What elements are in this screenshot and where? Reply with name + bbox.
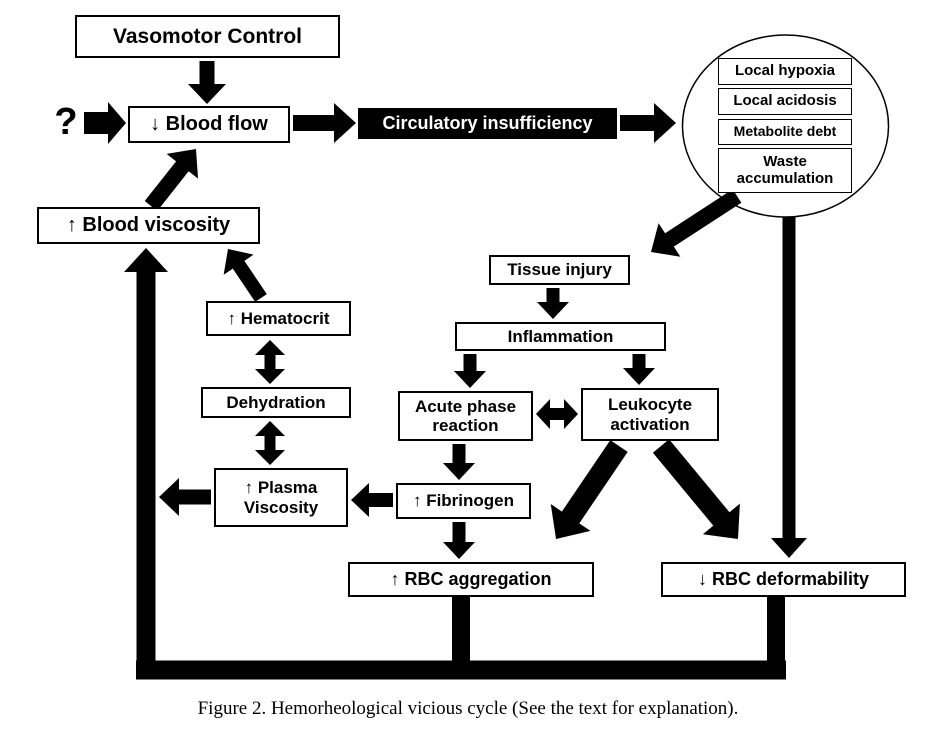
node-local-acidosis: Local acidosis (718, 88, 852, 115)
arrow-acute-leukocyte-double (536, 399, 578, 429)
arrow-question-to-blood-flow (84, 102, 126, 144)
figure-caption: Figure 2. Hemorheological vicious cycle … (197, 698, 739, 719)
node-leukocyte-activation: Leukocyte activation (581, 388, 719, 441)
node-inflammation: Inflammation (455, 322, 666, 351)
feedback-up-to-blood-viscosity (124, 248, 168, 679)
node-vasomotor-control: Vasomotor Control (75, 15, 340, 58)
node-hematocrit: ↑ Hematocrit (206, 301, 351, 336)
arrow-circulatory-to-consequences (620, 103, 676, 143)
arrow-tissue-injury-to-inflammation (537, 288, 569, 319)
node-dehydration: Dehydration (201, 387, 351, 418)
arrow-dehydration-plasma-double (255, 421, 285, 465)
arrow-hematocrit-dehydration-double (255, 340, 285, 384)
arrow-leukocyte-to-rbc-aggregation (550, 440, 628, 539)
arrow-acute-phase-to-fibrinogen (443, 444, 475, 480)
node-rbc-deformability: ↓ RBC deformability (661, 562, 906, 597)
node-waste-accumulation: Waste accumulation (718, 148, 852, 193)
feedback-bottom-bar (136, 660, 786, 680)
arrow-blood-flow-to-circulatory (293, 103, 356, 143)
node-plasma-viscosity: ↑ Plasma Viscosity (214, 468, 348, 527)
arrow-inflammation-to-acute-phase (454, 354, 486, 388)
node-blood-flow: ↓ Blood flow (128, 106, 290, 143)
arrow-inflammation-to-leukocyte (623, 354, 655, 385)
node-tissue-injury: Tissue injury (489, 255, 630, 285)
arrow-plasma-viscosity-to-feedback (159, 478, 211, 516)
arrow-hematocrit-to-blood-viscosity (223, 248, 267, 302)
arrow-fibrinogen-to-rbc-aggregation (443, 522, 475, 559)
node-blood-viscosity: ↑ Blood viscosity (37, 207, 260, 244)
arrow-consequences-to-rbc-deformability (771, 217, 807, 558)
feedback-rbc-deformability-down (767, 597, 785, 670)
node-rbc-aggregation: ↑ RBC aggregation (348, 562, 594, 597)
node-acute-phase-reaction: Acute phase reaction (398, 391, 533, 441)
arrow-blood-viscosity-to-blood-flow (144, 149, 199, 211)
node-circulatory-insufficiency: Circulatory insufficiency (358, 108, 617, 139)
arrow-leukocyte-to-rbc-deformability (652, 439, 740, 539)
arrow-vasomotor-to-blood-flow (188, 61, 226, 104)
feedback-rbc-aggregation-down (452, 597, 470, 670)
node-metabolite-debt: Metabolite debt (718, 119, 852, 145)
arrow-consequences-to-tissue-injury (651, 189, 742, 257)
arrow-fibrinogen-to-plasma-viscosity (351, 483, 393, 517)
node-fibrinogen: ↑ Fibrinogen (396, 483, 531, 519)
question-mark-label: ? (54, 100, 78, 143)
node-local-hypoxia: Local hypoxia (718, 58, 852, 85)
